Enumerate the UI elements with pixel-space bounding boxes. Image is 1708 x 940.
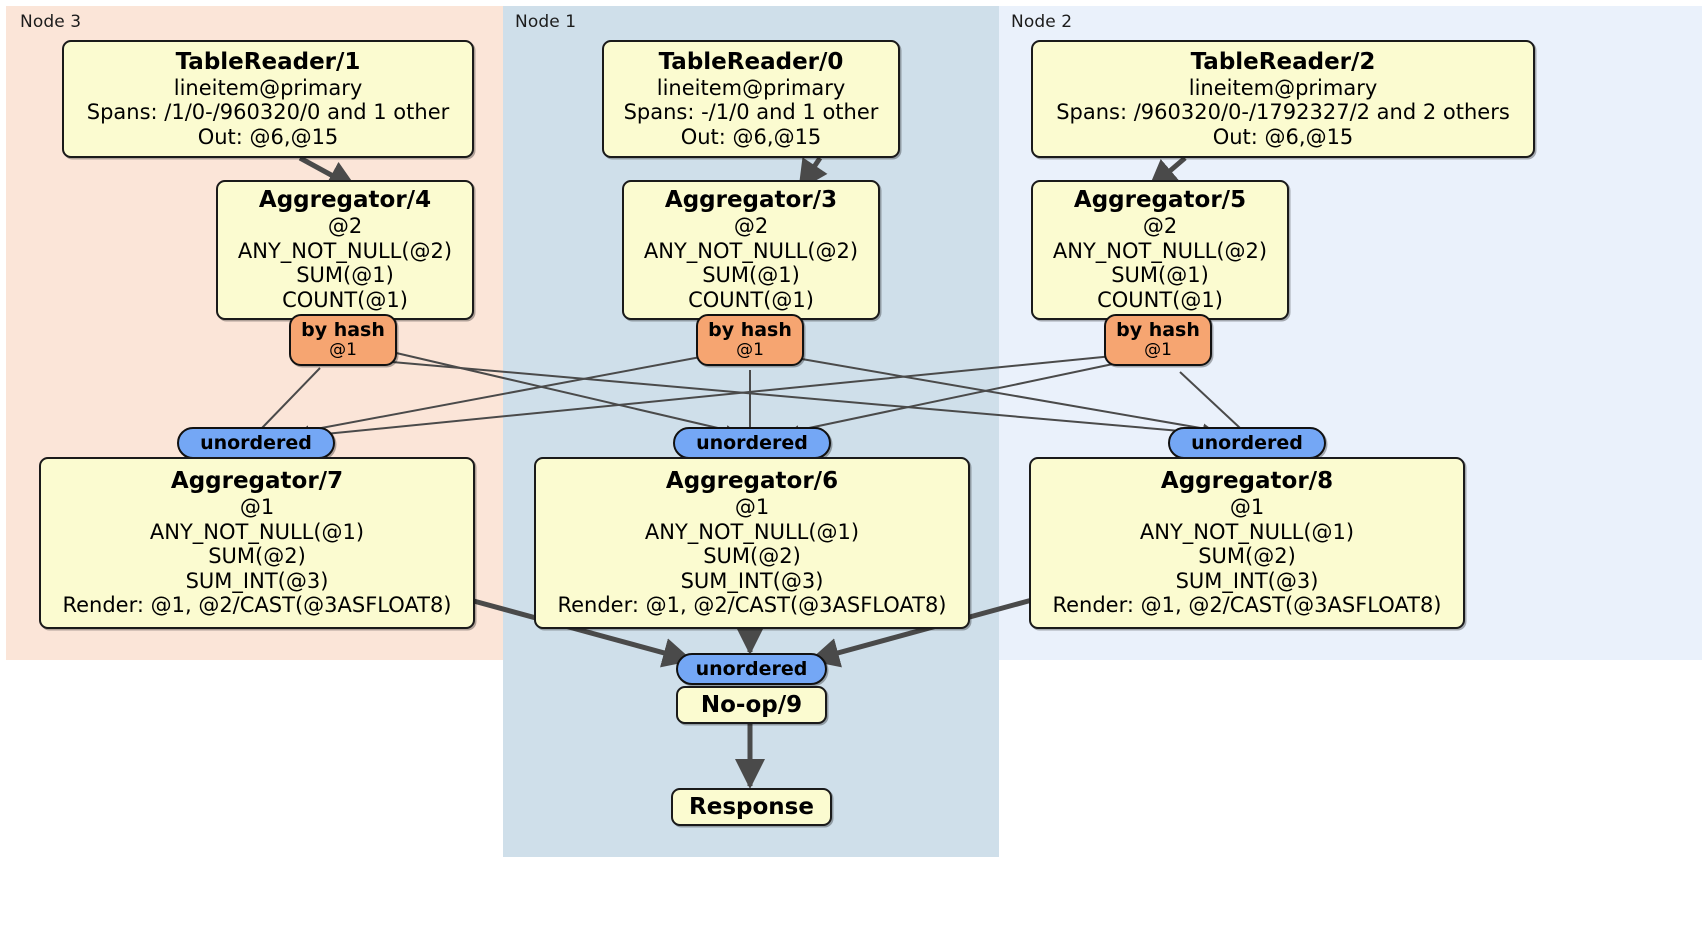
processor-detail: SUM(@2) — [703, 544, 801, 569]
processor-detail: COUNT(@1) — [1097, 288, 1223, 313]
router-kind-label: unordered — [695, 657, 808, 680]
processor-detail: SUM(@1) — [296, 263, 394, 288]
processor-detail: Spans: /960320/0-/1792327/2 and 2 others — [1056, 100, 1510, 125]
router-by-hash-mid[interactable]: by hash @1 — [696, 314, 804, 366]
processor-no-op-9[interactable]: No-op/9 — [676, 686, 827, 724]
processor-detail: SUM_INT(@3) — [680, 568, 824, 593]
router-kind-label: by hash — [301, 319, 385, 342]
processor-detail: ANY_NOT_NULL(@1) — [149, 519, 365, 544]
processor-detail: lineitem@primary — [1188, 75, 1378, 100]
processor-detail: Out: @6,@15 — [1212, 124, 1354, 149]
processor-aggregator-8[interactable]: Aggregator/8 @1 ANY_NOT_NULL(@1) SUM(@2)… — [1029, 457, 1465, 629]
processor-title: Aggregator/6 — [665, 468, 839, 495]
processor-detail: SUM(@1) — [702, 263, 800, 288]
node-label-node1: Node 1 — [515, 12, 577, 32]
processor-title: Aggregator/5 — [1073, 187, 1247, 214]
processor-aggregator-4[interactable]: Aggregator/4 @2 ANY_NOT_NULL(@2) SUM(@1)… — [216, 180, 474, 320]
processor-detail: lineitem@primary — [656, 75, 846, 100]
router-unordered-right[interactable]: unordered — [1168, 427, 1326, 459]
processor-detail: Out: @6,@15 — [197, 124, 339, 149]
router-unordered-mid[interactable]: unordered — [673, 427, 831, 459]
processor-detail: @2 — [733, 214, 769, 239]
processor-detail: Render: @1, @2/CAST(@3ASFLOAT8) — [1052, 593, 1442, 618]
processor-detail: SUM(@2) — [208, 544, 306, 569]
processor-detail: @1 — [239, 495, 275, 520]
processor-detail: ANY_NOT_NULL(@2) — [1052, 238, 1268, 263]
processor-detail: lineitem@primary — [173, 75, 363, 100]
router-column-label: @1 — [1144, 340, 1172, 361]
processor-detail: @1 — [734, 495, 770, 520]
processor-detail: ANY_NOT_NULL(@1) — [644, 519, 860, 544]
node-label-node2: Node 2 — [1011, 12, 1073, 32]
processor-detail: Render: @1, @2/CAST(@3ASFLOAT8) — [62, 593, 452, 618]
processor-detail: SUM(@2) — [1198, 544, 1296, 569]
processor-title: No-op/9 — [700, 691, 803, 718]
processor-title: Aggregator/7 — [170, 468, 344, 495]
processor-response[interactable]: Response — [671, 788, 832, 826]
processor-aggregator-7[interactable]: Aggregator/7 @1 ANY_NOT_NULL(@1) SUM(@2)… — [39, 457, 475, 629]
processor-title: TableReader/1 — [175, 48, 361, 75]
processor-detail: SUM_INT(@3) — [185, 568, 329, 593]
processor-detail: Out: @6,@15 — [680, 124, 822, 149]
processor-detail: @1 — [1229, 495, 1265, 520]
processor-detail: COUNT(@1) — [282, 288, 408, 313]
processor-detail: ANY_NOT_NULL(@2) — [643, 238, 859, 263]
processor-table-reader-0[interactable]: TableReader/0 lineitem@primary Spans: -/… — [602, 40, 900, 158]
processor-title: Aggregator/3 — [664, 187, 838, 214]
processor-title: Response — [689, 793, 814, 820]
processor-detail: Spans: -/1/0 and 1 other — [623, 100, 879, 125]
processor-aggregator-5[interactable]: Aggregator/5 @2 ANY_NOT_NULL(@2) SUM(@1)… — [1031, 180, 1289, 320]
router-kind-label: unordered — [1191, 431, 1303, 454]
processor-aggregator-3[interactable]: Aggregator/3 @2 ANY_NOT_NULL(@2) SUM(@1)… — [622, 180, 880, 320]
processor-title: Aggregator/8 — [1160, 468, 1334, 495]
router-column-label: @1 — [329, 340, 357, 361]
processor-title: TableReader/2 — [1190, 48, 1376, 75]
processor-detail: @2 — [327, 214, 363, 239]
processor-table-reader-2[interactable]: TableReader/2 lineitem@primary Spans: /9… — [1031, 40, 1535, 158]
router-kind-label: by hash — [708, 319, 792, 342]
processor-detail: ANY_NOT_NULL(@2) — [237, 238, 453, 263]
router-kind-label: unordered — [696, 431, 808, 454]
router-by-hash-left[interactable]: by hash @1 — [289, 314, 397, 366]
processor-aggregator-6[interactable]: Aggregator/6 @1 ANY_NOT_NULL(@1) SUM(@2)… — [534, 457, 970, 629]
router-by-hash-right[interactable]: by hash @1 — [1104, 314, 1212, 366]
processor-detail: SUM_INT(@3) — [1175, 568, 1319, 593]
router-unordered-left[interactable]: unordered — [177, 427, 335, 459]
router-unordered-final[interactable]: unordered — [676, 653, 827, 685]
processor-detail: Render: @1, @2/CAST(@3ASFLOAT8) — [557, 593, 947, 618]
processor-detail: ANY_NOT_NULL(@1) — [1139, 519, 1355, 544]
processor-detail: SUM(@1) — [1111, 263, 1209, 288]
processor-title: Aggregator/4 — [258, 187, 432, 214]
processor-title: TableReader/0 — [658, 48, 844, 75]
processor-detail: Spans: /1/0-/960320/0 and 1 other — [86, 100, 450, 125]
processor-detail: @2 — [1142, 214, 1178, 239]
processor-table-reader-1[interactable]: TableReader/1 lineitem@primary Spans: /1… — [62, 40, 474, 158]
node-label-node3: Node 3 — [20, 12, 82, 32]
router-kind-label: by hash — [1116, 319, 1200, 342]
processor-detail: COUNT(@1) — [688, 288, 814, 313]
router-kind-label: unordered — [200, 431, 312, 454]
router-column-label: @1 — [736, 340, 764, 361]
